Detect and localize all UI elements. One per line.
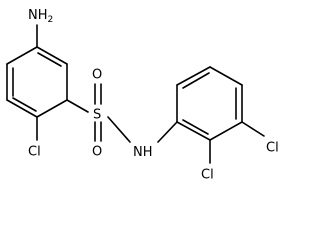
amine-nitrogen-label: N (28, 8, 38, 23)
bond (36, 99, 68, 118)
left-ring-bonds (6, 46, 68, 118)
chlorine-meta-label: Cl (266, 141, 279, 156)
amine-group-label: NH2 (28, 8, 53, 25)
bond (66, 99, 89, 113)
right-substituent-bonds (209, 121, 265, 164)
oxygen-bottom-label: O (92, 145, 102, 160)
bond (209, 66, 243, 86)
bond (107, 116, 131, 143)
oxygen-top-label: O (92, 68, 102, 83)
chlorine-left-label: Cl (28, 145, 41, 160)
right-ring-bonds (176, 66, 243, 141)
bond-inner (12, 97, 37, 112)
bond (6, 46, 38, 65)
sulfonamide-nh-label: NH (133, 145, 153, 160)
sulfonyl-bonds (94, 83, 178, 143)
sulfur-label: S (93, 108, 101, 123)
amine-hydrogen-label: H (38, 8, 48, 23)
chlorine-ortho-label: Cl (201, 168, 214, 183)
bond-inner (37, 52, 62, 67)
bond (176, 121, 211, 141)
bond (36, 46, 68, 65)
bond-inner (182, 72, 210, 89)
chemical-structure: NH2 Cl S O O NH Cl Cl (6, 8, 279, 183)
bond (6, 99, 38, 118)
nh-nitrogen-label: N (133, 145, 143, 160)
bond-inner (182, 119, 209, 135)
bond (176, 66, 211, 86)
bond (157, 121, 178, 143)
left-substituent-bonds (36, 24, 89, 141)
bond (209, 121, 243, 141)
nh-hydrogen-label: H (143, 145, 153, 160)
atom-labels: NH2 Cl S O O NH Cl Cl (28, 8, 279, 183)
bond (241, 121, 265, 137)
amine-hydrogen-count: 2 (48, 15, 54, 25)
